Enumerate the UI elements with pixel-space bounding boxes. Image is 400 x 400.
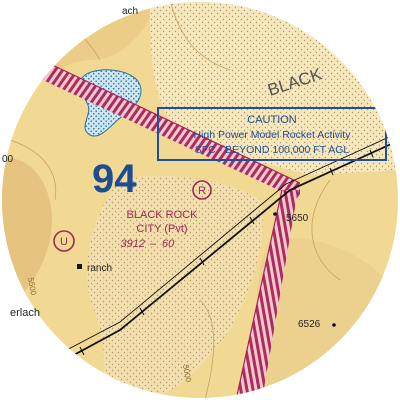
caution-title: CAUTION: [247, 114, 297, 126]
caution-line-2: High Power Model Rocket Activity: [194, 129, 352, 141]
spot-elevation-left-edge: 00: [2, 154, 14, 165]
airport-dash: –: [150, 238, 157, 250]
ultralight-marker-letter: U: [60, 236, 68, 248]
ranch-label: ranch: [87, 263, 112, 274]
ultralight-marker[interactable]: U: [53, 230, 75, 252]
airport-symbol-letter: R: [198, 185, 206, 197]
contour-label-south: 5000: [181, 364, 193, 384]
restricted-band-south[interactable]: [236, 190, 298, 400]
airport-symbol[interactable]: R: [192, 180, 212, 200]
top-place-label: ach: [122, 6, 138, 17]
spot-elevation-dot-east: [273, 212, 277, 216]
ranch-marker: [77, 264, 82, 269]
restricted-boundary-west: [235, 189, 283, 398]
route-number-label: 94: [92, 157, 137, 201]
airport-elevation: 3912: [121, 238, 145, 250]
gerlach-label: erlach: [10, 307, 40, 319]
spot-elevation-dot-southeast: [332, 323, 336, 327]
spot-elevation-southeast: 6526: [298, 319, 321, 330]
airport-runway-length: 60: [162, 238, 175, 250]
caution-line-3: SFC - BEYOND 100,000 FT AGL: [195, 144, 350, 156]
airport-designation: CITY (Pvt): [136, 223, 187, 235]
airport-name: BLACK ROCK: [127, 209, 199, 221]
playa-south-dots: [86, 176, 263, 398]
contour-label-west: 5500: [26, 277, 38, 297]
spot-elevation-east: 5650: [286, 213, 309, 224]
caution-box[interactable]: [157, 107, 387, 161]
